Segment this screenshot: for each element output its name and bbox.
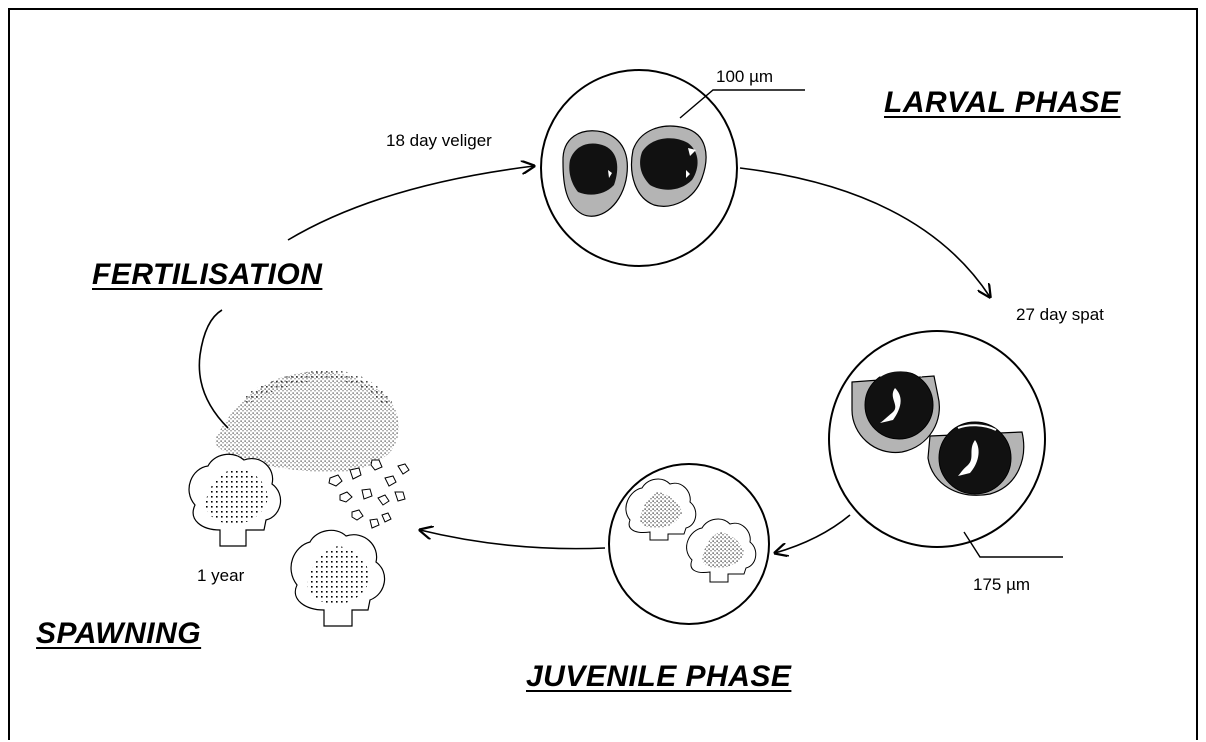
fertilisation-title: FERTILISATION <box>92 260 322 290</box>
adult-scallop-2 <box>291 530 385 626</box>
veliger-stage-circle <box>541 70 737 266</box>
spat-scale-label: 175 µm <box>973 576 1030 593</box>
arrow-juvenile-to-spawning <box>420 530 605 549</box>
spat-stage-circle <box>829 331 1045 547</box>
adult-label: 1 year <box>197 567 244 584</box>
spawning-title: SPAWNING <box>36 619 201 649</box>
arrow-veliger-to-spat <box>740 168 990 297</box>
larval-phase-title: LARVAL PHASE <box>884 88 1121 118</box>
arrow-fertilisation-to-veliger <box>288 166 534 240</box>
arrow-spat-to-juvenile <box>775 515 850 553</box>
arc-spawning-to-fertilisation <box>199 310 228 428</box>
veliger-scale-label: 100 µm <box>716 68 773 85</box>
juvenile-stage-circle <box>609 464 769 624</box>
veliger-label: 18 day veliger <box>386 132 492 149</box>
adult-scallop-1 <box>189 454 281 546</box>
juvenile-phase-title: JUVENILE PHASE <box>526 662 791 692</box>
spawning-cloud <box>215 372 399 473</box>
spat-label: 27 day spat <box>1016 306 1104 323</box>
